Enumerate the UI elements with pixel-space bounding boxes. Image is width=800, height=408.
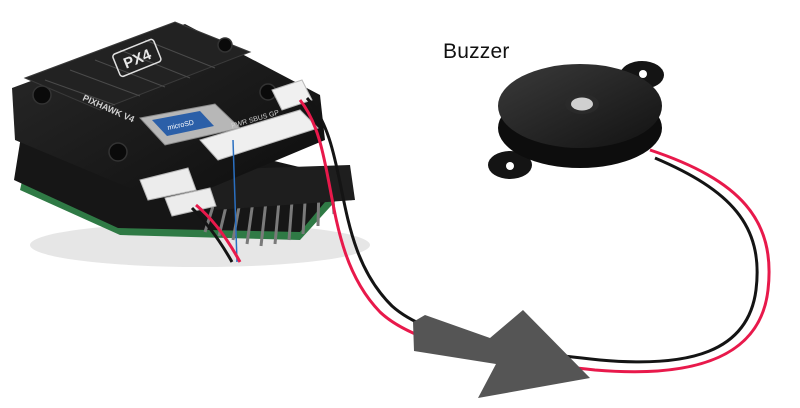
arrow-indicator [413,310,590,398]
board-red-wire [195,203,242,263]
flight-controller: PX4 PIXHAWK V4 microSD PWR SBUS GP [12,21,370,267]
buzzer-mount-hole [639,70,647,78]
port-connector-main [199,109,319,161]
blue-wire [232,139,238,263]
board-black-wire [190,206,234,263]
mounting-screws [32,37,277,162]
buzzer-hole [571,97,593,111]
port-connector-bottom [164,187,217,217]
port-connectors [139,79,319,217]
buzzer-red-wire [298,99,771,374]
screw-icon [217,37,233,53]
top-connector-strip [23,21,252,111]
arrow-shape [413,310,590,398]
port-connector-left [139,167,197,201]
pin-header-block [200,165,355,210]
screw-icon [32,85,52,105]
buzzer-mount-hole [506,162,514,170]
buzzer-black-wire [305,96,759,364]
microsd-slot: microSD [139,103,242,146]
screw-icon [108,142,128,162]
buzzer-cable [298,96,771,374]
buzzer-caption: Buzzer [443,40,510,63]
buzzer [488,61,664,179]
